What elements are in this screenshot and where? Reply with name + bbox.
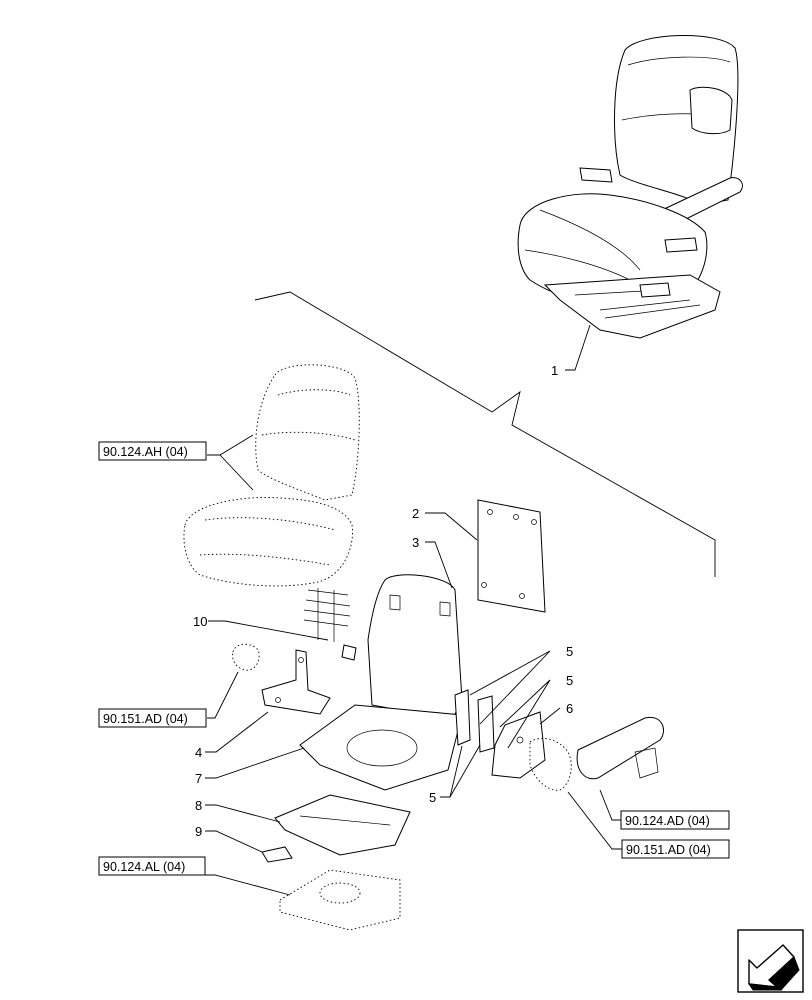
complete-seat-assembly — [517, 35, 743, 339]
ref-90-124-ah-label: 90.124.AH (04) — [103, 445, 188, 459]
base-plate-dotted — [279, 869, 401, 931]
armrest — [576, 716, 664, 780]
part-7-seat-pan — [299, 704, 463, 791]
callout-5-c: 5 — [429, 790, 436, 805]
arrow-down-left-icon[interactable] — [737, 929, 804, 993]
callout-7: 7 — [195, 771, 202, 786]
ref-90-151-ad-right-label: 90.151.AD (04) — [626, 843, 711, 857]
callout-10: 10 — [193, 614, 207, 629]
callout-1: 1 — [551, 363, 558, 378]
callout-8: 8 — [195, 798, 202, 813]
break-line — [254, 291, 716, 577]
part-2-backrest-panel — [477, 499, 546, 613]
ref-90-124-al[interactable]: 90.124.AL (04) — [98, 856, 206, 876]
callout-numbers: 1 2 3 10 4 5 5 6 7 5 8 9 — [193, 363, 573, 839]
joystick-bellows — [529, 737, 572, 791]
ref-90-124-ad-armrest-label: 90.124.AD (04) — [625, 814, 710, 828]
ref-90-124-ad-armrest[interactable]: 90.124.AD (04) — [620, 810, 730, 830]
part-4-bracket — [261, 649, 331, 715]
callout-5-b: 5 — [566, 673, 573, 688]
part-6-side-plate — [491, 711, 546, 779]
part-5-hinges — [454, 689, 495, 753]
ref-90-151-ad-left[interactable]: 90.151.AD (04) — [98, 708, 207, 728]
callout-4: 4 — [195, 745, 202, 760]
callout-3: 3 — [412, 535, 419, 550]
part-9-lever — [261, 846, 293, 863]
leader-lines — [205, 324, 622, 896]
knob-dotted — [232, 643, 260, 671]
ref-90-124-al-label: 90.124.AL (04) — [103, 860, 185, 874]
callout-5-a: 5 — [566, 644, 573, 659]
ref-90-124-ah[interactable]: 90.124.AH (04) — [98, 441, 207, 461]
callout-6: 6 — [566, 701, 573, 716]
part-10-lumbar-support — [303, 588, 357, 661]
callout-2: 2 — [412, 506, 419, 521]
part-8-slide-rail — [274, 794, 411, 856]
ref-90-151-ad-left-label: 90.151.AD (04) — [103, 712, 188, 726]
part-3-backrest-frame — [367, 574, 463, 721]
callout-9: 9 — [195, 824, 202, 839]
ref-90-151-ad-right[interactable]: 90.151.AD (04) — [621, 839, 730, 859]
seat-cover-dotted — [183, 364, 360, 587]
